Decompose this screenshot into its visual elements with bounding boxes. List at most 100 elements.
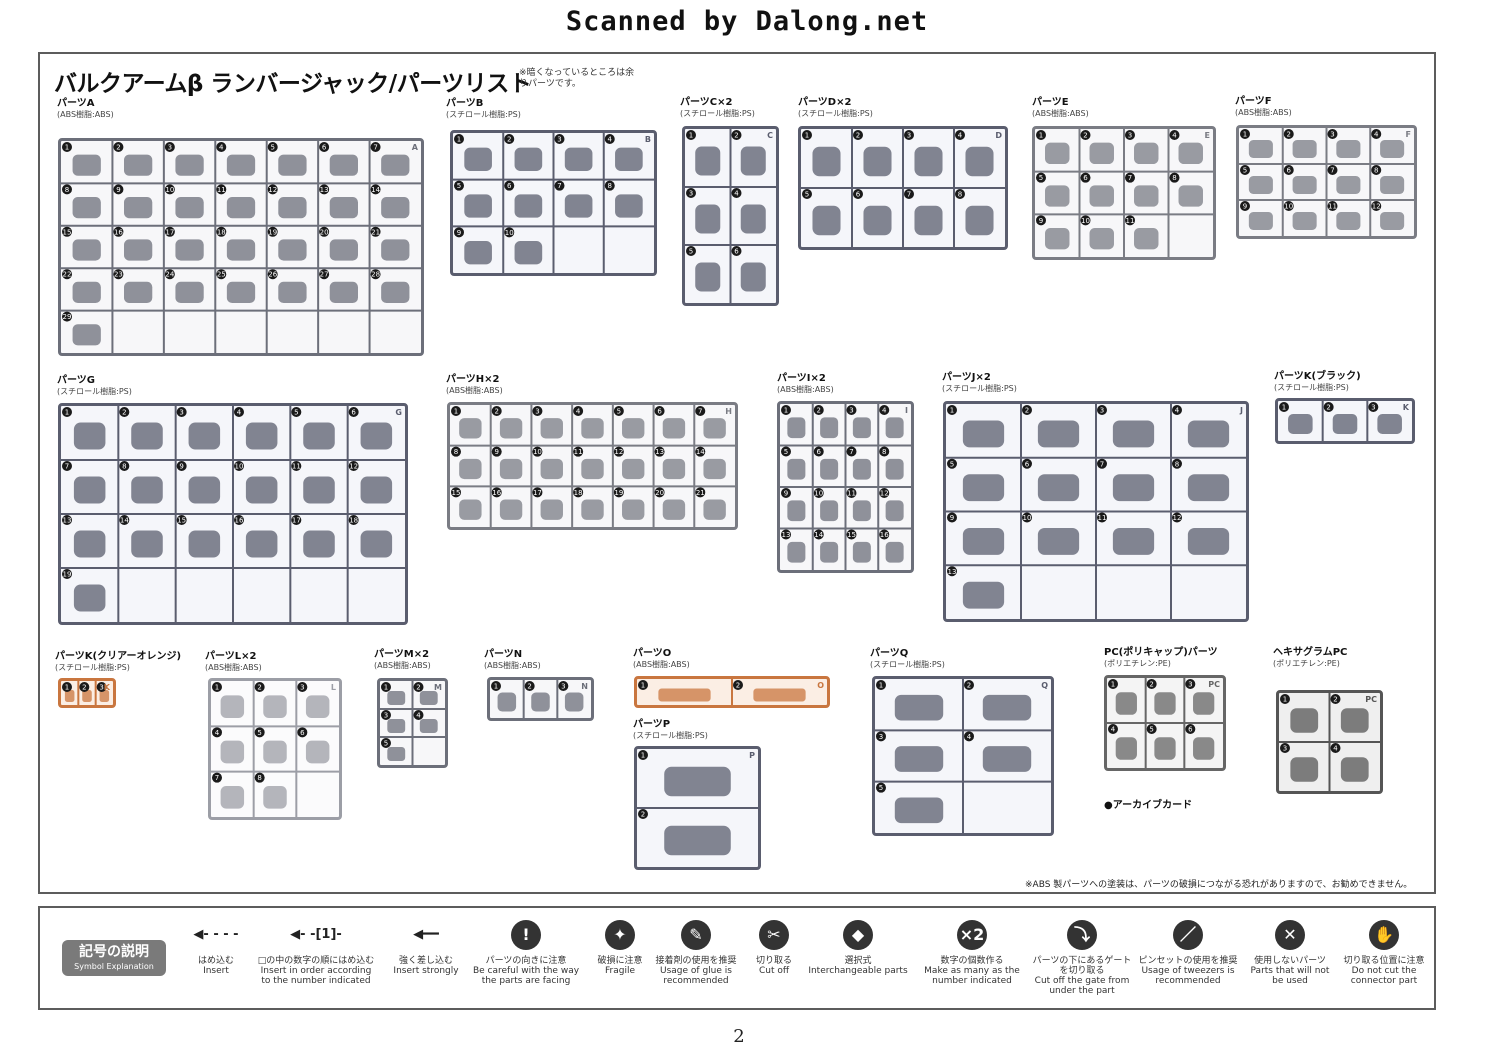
- part-number-bubble: [554, 134, 565, 144]
- part-number: 2: [1333, 696, 1337, 704]
- part-number: 4: [1175, 407, 1180, 415]
- sprue-letter-tag: K: [1403, 403, 1410, 412]
- part-number-bubble: [454, 227, 464, 238]
- part-number: 3: [179, 409, 183, 417]
- part-number-bubble: [1172, 512, 1182, 523]
- legend-label-en: Make as many as the number indicated: [924, 966, 1020, 986]
- part-shape: [124, 281, 153, 303]
- part-number-bubble: [370, 226, 381, 237]
- part-number-bubble: [291, 461, 302, 471]
- part-number: 1: [1039, 132, 1043, 140]
- part-number: 2: [734, 132, 738, 140]
- part-shape: [1340, 708, 1369, 733]
- part-shape: [820, 541, 839, 563]
- part-shape: [220, 786, 245, 809]
- part-number: 13: [948, 568, 957, 576]
- part-number-bubble: [1280, 694, 1290, 704]
- legend-label-en: Parts that will not be used: [1250, 966, 1330, 986]
- part-number-bubble: [853, 189, 863, 199]
- parts-name: パーツH×2: [446, 374, 500, 385]
- part-number-bubble: [904, 189, 914, 199]
- parts-name: パーツO: [633, 648, 672, 659]
- part-shape: [1045, 142, 1070, 164]
- part-number: 3: [907, 132, 911, 140]
- sprue-letter-tag: E: [1205, 131, 1210, 140]
- part-number-bubble: [212, 772, 222, 783]
- part-shape: [381, 239, 410, 261]
- part-number-bubble: [781, 446, 791, 457]
- part-number-bubble: [164, 184, 175, 195]
- part-number: 1: [1111, 681, 1115, 689]
- legend-symbol-icon: ◆: [803, 918, 913, 952]
- part-shape: [303, 422, 335, 450]
- part-number-bubble: [1240, 165, 1250, 175]
- part-number-bubble: [638, 750, 648, 760]
- part-number-bubble: [370, 142, 381, 152]
- part-number-bubble: [813, 488, 824, 498]
- part-shape: [72, 324, 101, 346]
- part-number: 6: [351, 409, 356, 417]
- legend-symbol-icon: ✂: [744, 918, 804, 952]
- part-number-bubble: [1283, 129, 1294, 139]
- part-shape: [1290, 757, 1319, 782]
- part-number: 25: [217, 271, 226, 279]
- part-number: 3: [300, 684, 304, 692]
- part-number: 1: [879, 682, 883, 690]
- part-number: 18: [349, 517, 358, 525]
- part-number-bubble: [846, 529, 857, 540]
- part-number-bubble: [695, 487, 706, 498]
- part-shape: [540, 458, 563, 480]
- part-number: 4: [608, 136, 613, 144]
- part-number: 6: [1188, 726, 1193, 734]
- legend-label-jp: はめ込む: [197, 956, 234, 966]
- sprue-letter-tag: P: [749, 751, 755, 760]
- part-number: 22: [63, 271, 72, 279]
- part-number: 3: [561, 683, 565, 691]
- sprue-letter-tag: Q: [1041, 681, 1048, 690]
- part-number-bubble: [1330, 694, 1341, 704]
- part-shape: [360, 476, 393, 504]
- part-shape: [662, 458, 686, 480]
- part-number-bubble: [212, 727, 222, 738]
- part-shape: [72, 197, 101, 219]
- part-shape: [1045, 185, 1070, 207]
- part-number-bubble: [1108, 679, 1118, 689]
- parts-name: パーツB: [446, 98, 484, 109]
- part-number: 7: [65, 463, 69, 471]
- part-number-bubble: [1036, 172, 1046, 183]
- part-number: 11: [217, 186, 226, 194]
- part-number: 8: [1172, 174, 1176, 182]
- parts-name: PC(ポリキャップ)パーツ: [1104, 647, 1218, 658]
- legend-circle-icon: ⤵: [1067, 920, 1097, 950]
- part-shape: [278, 239, 307, 261]
- part-number-bubble: [1036, 215, 1046, 226]
- legend-symbol-icon: ✦: [590, 918, 650, 952]
- part-shape: [464, 194, 492, 218]
- part-shape: [459, 499, 482, 520]
- part-shape: [982, 694, 1032, 721]
- part-shape: [1178, 185, 1203, 207]
- part-number: 5: [1149, 726, 1153, 734]
- part-number-bubble: [381, 710, 391, 720]
- parts-name: パーツL×2: [205, 651, 257, 662]
- part-number-bubble: [573, 487, 584, 498]
- part-shape: [226, 197, 256, 219]
- part-shape: [1089, 185, 1114, 207]
- part-number: 28: [371, 271, 380, 279]
- part-shape: [360, 530, 393, 558]
- part-number: 1: [457, 136, 461, 144]
- part-number: 13: [63, 517, 72, 525]
- part-number: 24: [165, 271, 174, 279]
- part-shape: [1380, 140, 1405, 158]
- part-number-bubble: [638, 680, 648, 690]
- part-number: 7: [698, 408, 702, 416]
- part-number: 8: [882, 448, 886, 456]
- part-number-bubble: [119, 461, 130, 471]
- part-number-bubble: [1169, 172, 1180, 183]
- part-shape: [965, 205, 994, 236]
- part-number: 10: [1023, 514, 1032, 522]
